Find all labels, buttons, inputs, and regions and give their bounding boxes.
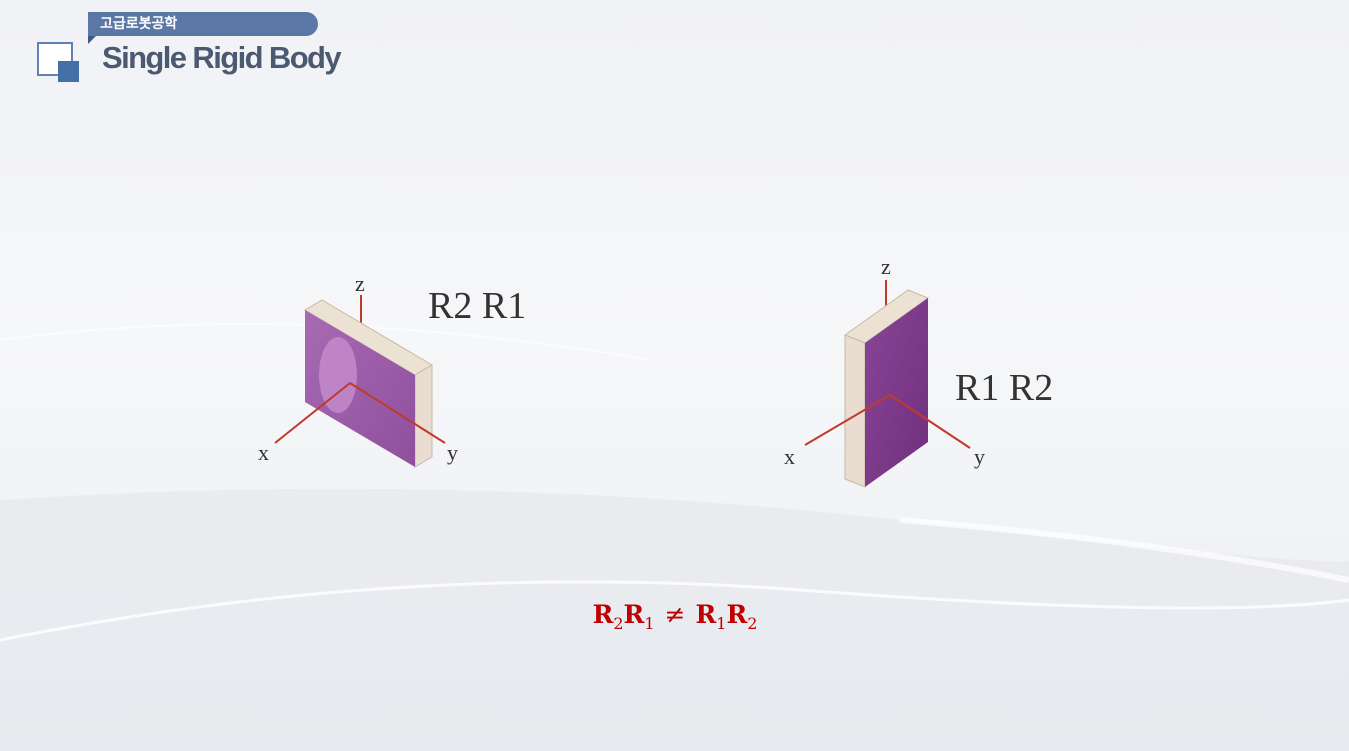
eq-lhs-first-sub: 2: [613, 614, 624, 633]
slide-header: 고급로봇공학 Single Rigid Body: [0, 0, 360, 100]
logo-square-outline: [37, 42, 73, 76]
figure-left: z x y: [250, 265, 490, 485]
left-rotation-label: R2 R1: [428, 285, 527, 327]
left-axis-y-label: y: [447, 440, 458, 465]
eq-lhs-second-sub: 1: [644, 614, 655, 633]
figure-right: z x y: [780, 250, 1000, 500]
eq-rhs-second: R: [726, 600, 748, 629]
right-rotation-label: R1 R2: [955, 367, 1054, 409]
logo-square-fill: [58, 61, 79, 82]
eq-rhs-second-sub: 2: [747, 614, 758, 633]
left-y-axis: [349, 382, 446, 444]
eq-rhs-first-sub: 1: [716, 614, 727, 633]
left-x-axis: [274, 382, 351, 444]
left-axis-x-label: x: [258, 440, 269, 465]
left-axis-z-label: z: [355, 271, 365, 296]
eq-lhs-second: R: [623, 600, 645, 629]
right-axis-z-label: z: [881, 254, 891, 279]
course-tab-tail: [88, 36, 96, 44]
figure-left-drawing: z x y: [258, 271, 458, 468]
left-block-side: [414, 364, 433, 468]
figure-right-drawing: z x y: [784, 254, 985, 488]
eq-lhs-first: R: [592, 600, 614, 629]
slide-title: Single Rigid Body: [102, 40, 342, 75]
course-name-tab: 고급로봇공학: [88, 12, 318, 36]
right-x-axis: [804, 394, 891, 446]
right-axis-x-label: x: [784, 444, 795, 469]
right-block-face: [865, 298, 928, 487]
left-block-ellipse: [319, 337, 357, 413]
right-axis-y-label: y: [974, 444, 985, 469]
right-y-axis: [889, 394, 971, 449]
eq-not-equal-operator: ≠: [664, 600, 686, 629]
rotation-inequality-equation: R2R1≠R1R2: [560, 600, 790, 633]
eq-rhs-first: R: [695, 600, 717, 629]
